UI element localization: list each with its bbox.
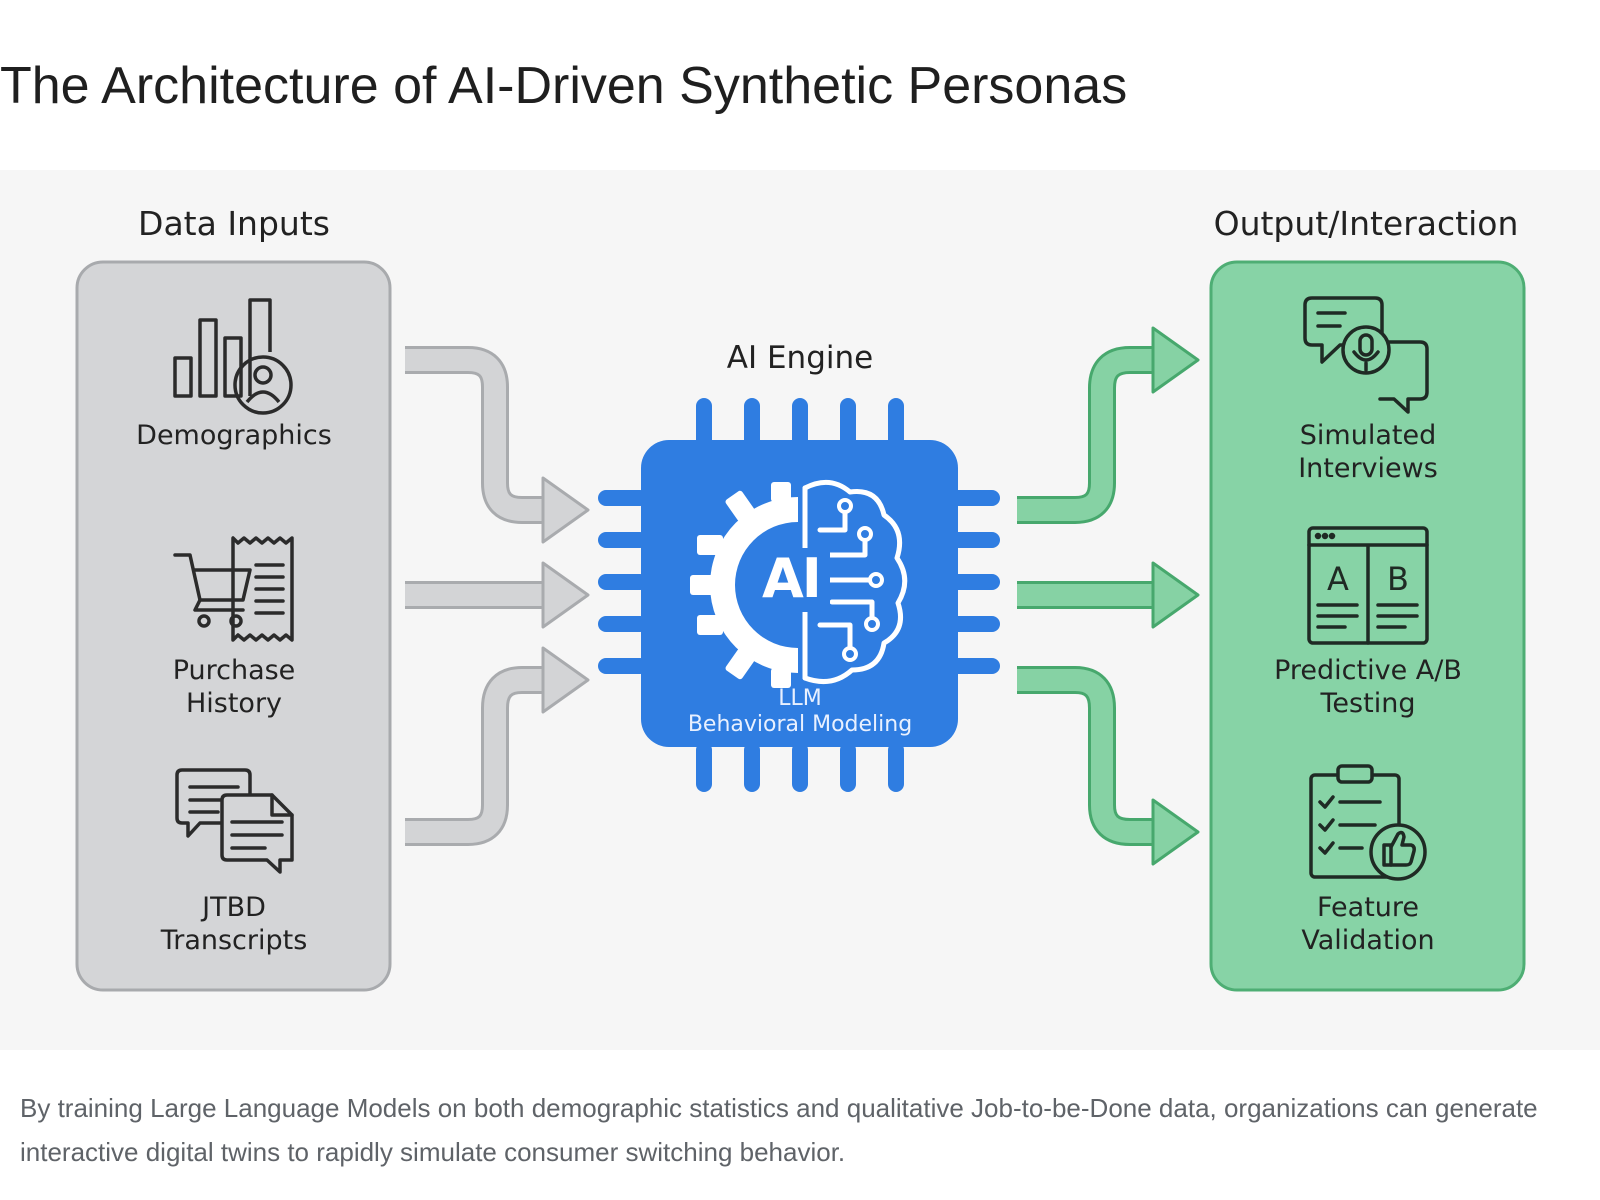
demographics-chart-icon <box>173 298 293 415</box>
input-label-line: Transcripts <box>160 924 308 956</box>
output-label-simulated-interviews: Simulated Interviews <box>1218 420 1518 486</box>
output-label-line: Feature <box>1316 892 1420 923</box>
input-label-jtbd-transcripts: JTBD Transcripts <box>84 892 384 958</box>
chat-document-icon <box>175 768 294 874</box>
input-label-line: Demographics <box>136 420 332 451</box>
engine-subtitle: LLM Behavioral Modeling <box>650 686 950 739</box>
inputs-title: Data Inputs <box>138 204 330 243</box>
output-label-line: Validation <box>1301 924 1435 956</box>
outputs-title: Output/Interaction <box>1213 204 1519 243</box>
architecture-diagram: A B Data Inputs Output/Interaction AI En… <box>0 170 1600 1050</box>
clipboard-thumbs-up-icon <box>1309 764 1427 881</box>
input-label-demographics: Demographics <box>84 420 384 453</box>
output-arrow-top <box>1017 326 1200 524</box>
figure-caption: By training Large Language Models on bot… <box>20 1093 1538 1167</box>
output-label-line: Testing <box>1320 687 1416 719</box>
output-label-line: Interviews <box>1298 452 1438 484</box>
input-arrow-middle <box>405 561 590 629</box>
ab-a-letter: A <box>1327 560 1349 598</box>
page-title: The Architecture of AI-Driven Synthetic … <box>0 57 1128 115</box>
ab-b-letter: B <box>1387 560 1409 598</box>
diagram-canvas: A B <box>75 260 1526 992</box>
output-label-predictive-ab-testing: Predictive A/B Testing <box>1218 655 1518 721</box>
input-label-line: History <box>185 687 283 719</box>
engine-title: AI Engine <box>726 340 874 376</box>
chat-microphone-icon <box>1303 296 1429 414</box>
ai-chip-brain-gear-icon <box>598 398 1000 792</box>
chip-ai-text: AI <box>762 547 822 610</box>
input-label-line: Purchase <box>172 655 296 686</box>
output-label-feature-validation: Feature Validation <box>1218 892 1518 958</box>
engine-subtitle-line: Behavioral Modeling <box>687 712 913 738</box>
output-label-line: Predictive A/B <box>1274 655 1462 686</box>
engine-subtitle-line: LLM <box>778 686 822 711</box>
output-arrow-bottom <box>1017 666 1200 866</box>
output-arrow-middle <box>1017 561 1200 629</box>
input-label-purchase-history: Purchase History <box>84 655 384 721</box>
ab-test-window-icon <box>1307 526 1429 645</box>
input-label-line: JTBD <box>202 892 266 923</box>
input-arrow-bottom <box>405 646 590 846</box>
output-label-line: Simulated <box>1299 420 1437 451</box>
shopping-cart-receipt-icon <box>173 536 294 642</box>
input-arrow-top <box>405 346 590 544</box>
